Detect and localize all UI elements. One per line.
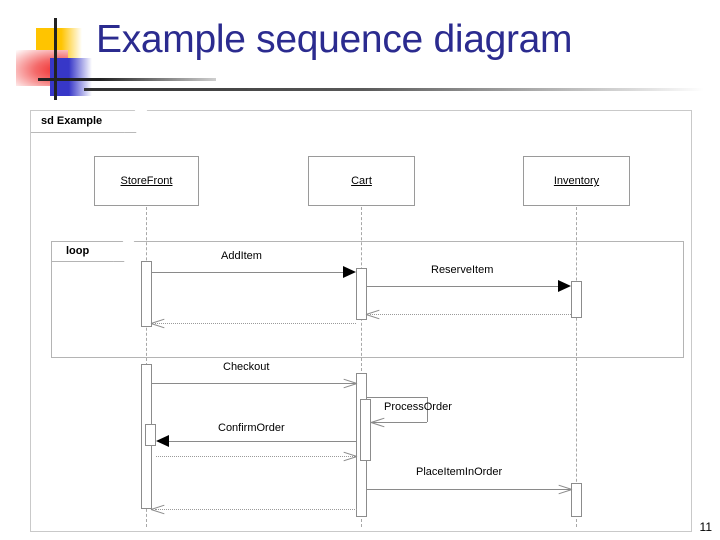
arrowhead-confirmorder [156,435,169,447]
arrowhead-cart-return-final [151,502,165,516]
message-label-additem: AddItem [221,250,262,262]
arrowhead-inventory-return [366,307,380,321]
page-title: Example sequence diagram [96,18,573,61]
logo-horizontal-rule [38,78,216,81]
frame-tab-corner-clip [124,110,148,133]
lifeline-cart[interactable]: Cart [308,156,415,206]
loop-fragment-tab [52,241,135,262]
activation-cart-loop [356,268,367,320]
lifeline-storefront[interactable]: StoreFront [94,156,199,206]
arrowhead-additem [343,266,356,278]
lifeline-label-inventory: Inventory [553,175,600,187]
arrowhead-processorder [371,415,385,429]
activation-cart-processorder [360,399,371,461]
message-line-processorder-bottom [371,422,427,423]
message-line-inventory-return [370,314,571,315]
activation-storefront-loop [141,261,152,327]
logo-vertical-rule [54,18,57,100]
message-line-processorder-top [367,397,427,398]
message-label-processorder: ProcessOrder [384,401,452,413]
message-label-checkout: Checkout [223,361,270,373]
message-line-storefront-return [156,456,357,457]
message-line-checkout [152,383,357,384]
message-label-confirmorder: ConfirmOrder [218,422,285,434]
lifeline-dash-cart [361,207,362,527]
arrowhead-placeiteminorder [558,482,572,496]
slide-header: Example sequence diagram [0,0,720,105]
title-underline-rule [84,88,704,91]
lifeline-label-cart: Cart [351,175,372,187]
message-line-reserveitem [367,286,568,287]
loop-tab-corner-clip [113,241,135,262]
arrowhead-storefront-return [343,449,357,463]
message-line-confirmorder [169,441,357,442]
loop-fragment: loop [51,241,684,358]
message-line-placeiteminorder [367,489,572,490]
arrowhead-checkout [343,376,357,390]
message-line-cart-return-loop [155,323,356,324]
lifeline-dash-inventory [576,207,577,527]
lifeline-inventory[interactable]: Inventory [523,156,630,206]
lifeline-label-storefront: StoreFront [120,175,173,187]
message-line-additem [152,272,353,273]
sequence-diagram-frame: sd Example StoreFront Cart Inventory loo… [30,110,692,532]
activation-inventory-loop [571,281,582,318]
arrowhead-reserveitem [558,280,571,292]
arrowhead-cart-return-loop [151,316,165,330]
frame-label: sd Example [41,115,103,127]
message-label-placeiteminorder: PlaceItemInOrder [416,466,503,478]
activation-storefront-confirmorder [145,424,156,446]
loop-operator-label: loop [66,245,90,257]
page-number: 11 [699,520,712,534]
activation-inventory-placeitem [571,483,582,517]
message-line-processorder-side [427,397,428,422]
message-label-reserveitem: ReserveItem [431,264,494,276]
message-line-cart-return-final [155,509,357,510]
frame-label-tab [31,110,148,133]
